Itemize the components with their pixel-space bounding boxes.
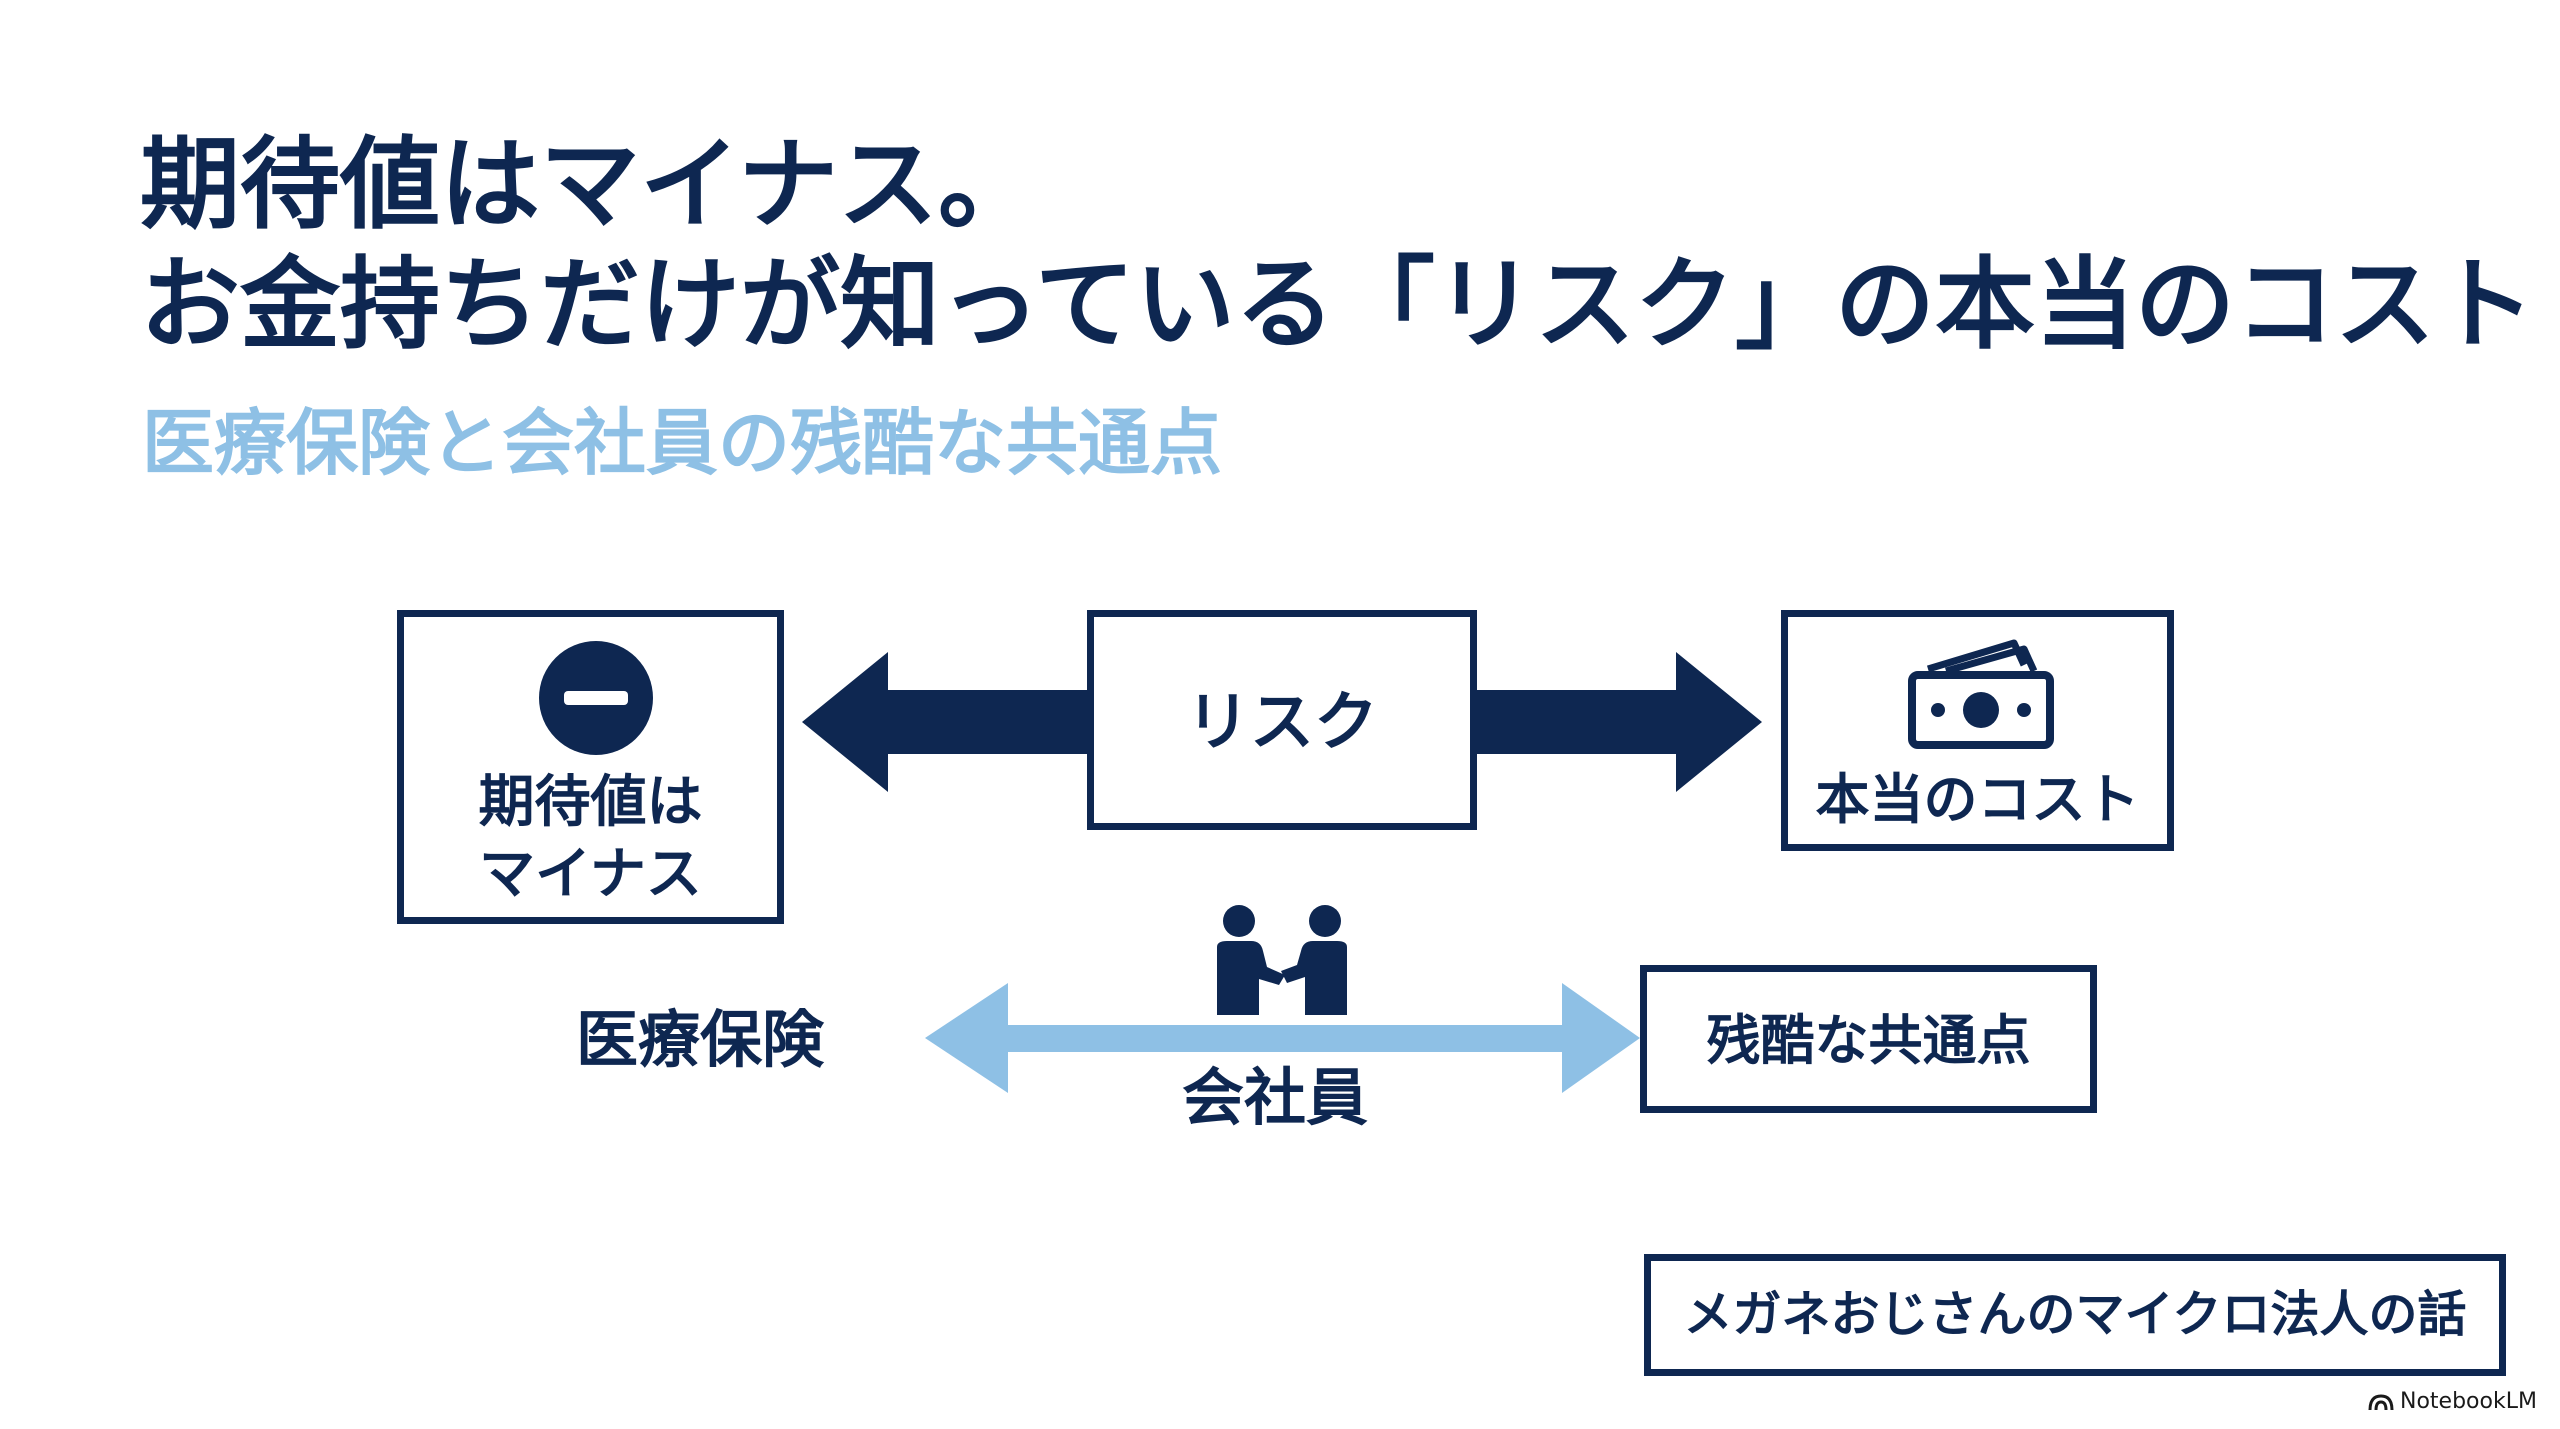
title-line-1: 期待値はマイナス。 bbox=[140, 126, 1038, 243]
box-risk: リスク bbox=[1087, 610, 1477, 830]
page-title: 期待値はマイナス。 お金持ちだけが知っている「リスク」の本当のコスト bbox=[140, 125, 2535, 365]
box-expected-value-negative: 期待値は マイナス bbox=[397, 610, 784, 924]
arrow-right-navy bbox=[1477, 652, 1762, 792]
arrow-lightblue-shaft bbox=[1000, 1025, 1570, 1052]
notebooklm-logo-icon bbox=[2368, 1394, 2394, 1411]
cruel-commonality-label: 残酷な共通点 bbox=[1706, 1009, 2031, 1072]
brand-box: メガネおじさんのマイクロ法人の話 bbox=[1644, 1254, 2506, 1376]
box-true-cost: 本当のコスト bbox=[1781, 610, 2174, 851]
expected-value-label: 期待値は マイナス bbox=[404, 767, 777, 911]
employee-label: 会社員 bbox=[1182, 1061, 1369, 1134]
handshake-icon bbox=[1217, 905, 1347, 1015]
cash-icon bbox=[1908, 639, 2054, 749]
expected-value-line-1: 期待値は bbox=[478, 770, 703, 835]
box-cruel-commonality: 残酷な共通点 bbox=[1640, 965, 2097, 1113]
arrow-lightblue-right-head bbox=[1562, 983, 1640, 1093]
arrow-left-navy bbox=[802, 652, 1087, 792]
medical-insurance-label: 医療保険 bbox=[576, 1003, 825, 1076]
page-subtitle: 医療保険と会社員の残酷な共通点 bbox=[142, 401, 1223, 485]
true-cost-label: 本当のコスト bbox=[1815, 768, 2140, 831]
minus-circle-icon bbox=[539, 641, 653, 755]
notebooklm-watermark: NotebookLM bbox=[2368, 1388, 2537, 1416]
title-line-2: お金持ちだけが知っている「リスク」の本当のコスト bbox=[140, 246, 2535, 363]
risk-label: リスク bbox=[1186, 686, 1378, 760]
brand-label: メガネおじさんのマイクロ法人の話 bbox=[1683, 1286, 2467, 1343]
watermark-label: NotebookLM bbox=[2400, 1389, 2537, 1414]
arrow-lightblue-left-head bbox=[925, 983, 1008, 1093]
expected-value-line-2: マイナス bbox=[479, 842, 702, 907]
